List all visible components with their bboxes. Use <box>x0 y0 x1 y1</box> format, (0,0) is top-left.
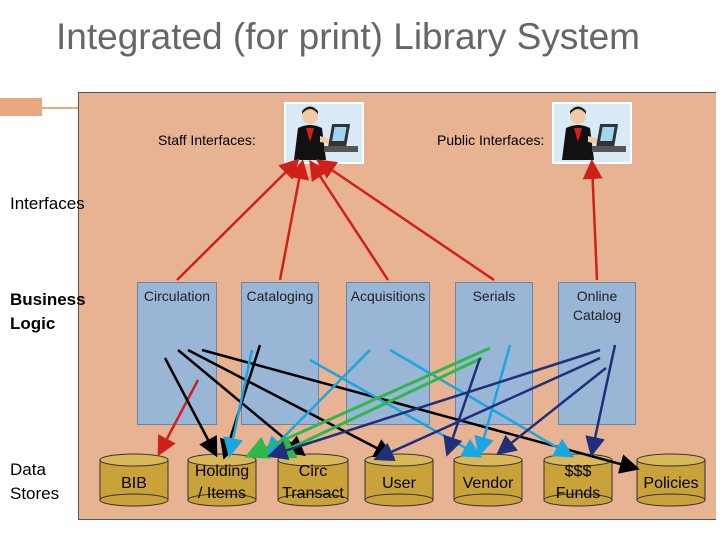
module-label: Catalog <box>572 307 622 323</box>
business-logic-label-line1: Business <box>10 290 86 309</box>
staff-interfaces-label: Staff Interfaces: <box>158 132 256 148</box>
title-accent-bar <box>0 98 42 116</box>
data-stores-label-line1: Data <box>10 460 46 479</box>
person-at-computer-icon <box>552 102 632 164</box>
public-interfaces-label: Public Interfaces: <box>437 132 545 148</box>
module-label: Cataloging <box>246 288 314 304</box>
module-label: Circulation <box>143 288 211 304</box>
panel-edge <box>716 92 720 520</box>
module-serials: Serials <box>455 282 533 425</box>
module-online-catalog: Online Catalog <box>558 282 636 425</box>
title-accent-line <box>42 107 78 109</box>
person-at-computer-icon <box>284 102 364 164</box>
module-label: Serials <box>472 288 516 304</box>
module-circulation: Circulation <box>137 282 217 425</box>
page-title: Integrated (for print) Library System <box>56 16 640 57</box>
module-acquisitions: Acquisitions <box>346 282 430 425</box>
module-label: Online <box>576 288 618 304</box>
business-logic-label-line2: Logic <box>10 314 56 333</box>
interfaces-label: Interfaces <box>10 194 85 213</box>
module-cataloging: Cataloging <box>241 282 319 425</box>
data-stores-label-line2: Stores <box>10 484 60 503</box>
module-label: Acquisitions <box>350 288 426 304</box>
